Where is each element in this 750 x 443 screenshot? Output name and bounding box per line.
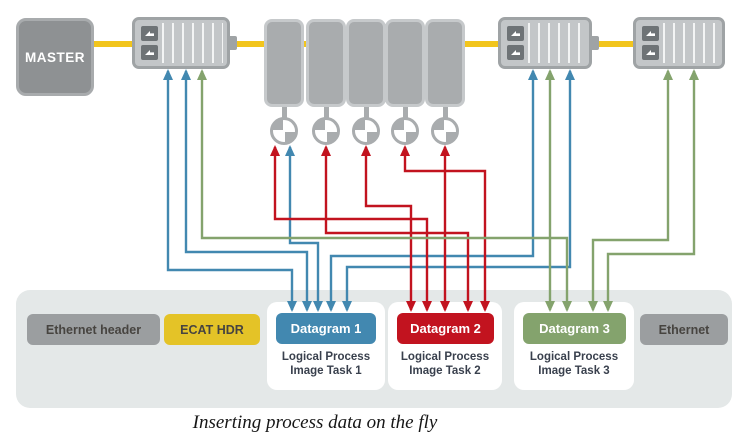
sublabel-line1: Logical Process — [529, 351, 619, 363]
field-ethernet_trailer: Ethernet — [640, 314, 728, 345]
sublabel-line2: Image Task 3 — [538, 365, 610, 377]
io-module-5 — [425, 19, 465, 107]
flow-drive-axis-1-to-datagram1 — [285, 145, 323, 312]
connector-port-icon — [646, 31, 655, 36]
port-icon — [642, 45, 659, 60]
io-module-3 — [346, 19, 386, 107]
connector-port-icon — [145, 50, 154, 55]
port-icon — [642, 26, 659, 41]
sublabel-line1: Logical Process — [281, 351, 371, 363]
io-module-2 — [306, 19, 346, 107]
flow-station-1-to-datagram3 — [197, 69, 572, 312]
field-datagram1: Datagram 1 — [276, 313, 376, 344]
connector-port-icon — [145, 31, 154, 36]
connector-port-icon — [646, 50, 655, 55]
sublabel-line1: Logical Process — [400, 351, 490, 363]
flow-station-3-to-datagram3 — [588, 69, 673, 312]
flow-station-3-to-datagram3 — [603, 69, 699, 312]
field-datagram2: Datagram 2 — [397, 313, 494, 344]
port-icon — [141, 45, 158, 60]
master-label: MASTER — [25, 49, 85, 65]
field-datagram3: Datagram 3 — [523, 313, 626, 344]
io-module-4 — [385, 19, 425, 107]
io-module-1 — [264, 19, 304, 107]
coupler-station-3 — [633, 17, 725, 69]
connector-port-icon — [511, 31, 520, 36]
bus-connector-nub — [589, 36, 599, 50]
field-ecat_header: ECAT HDR — [164, 314, 260, 345]
terminal-stripes — [663, 23, 718, 63]
field-ethernet_header: Ethernet header — [27, 314, 160, 345]
connector-port-icon — [511, 50, 520, 55]
coupler-station-2 — [498, 17, 599, 69]
coupler-station-1 — [132, 17, 237, 69]
master-box: MASTER — [16, 18, 94, 96]
figure-caption: Inserting process data on the fly — [192, 412, 438, 433]
sublabel-line2: Image Task 2 — [409, 365, 481, 377]
port-icon — [507, 26, 524, 41]
sublabel-line2: Image Task 1 — [290, 365, 362, 377]
port-icon — [141, 26, 158, 41]
bus-connector-nub — [227, 36, 237, 50]
terminal-stripes — [528, 23, 585, 63]
terminal-stripes — [162, 23, 223, 63]
port-icon — [507, 45, 524, 60]
